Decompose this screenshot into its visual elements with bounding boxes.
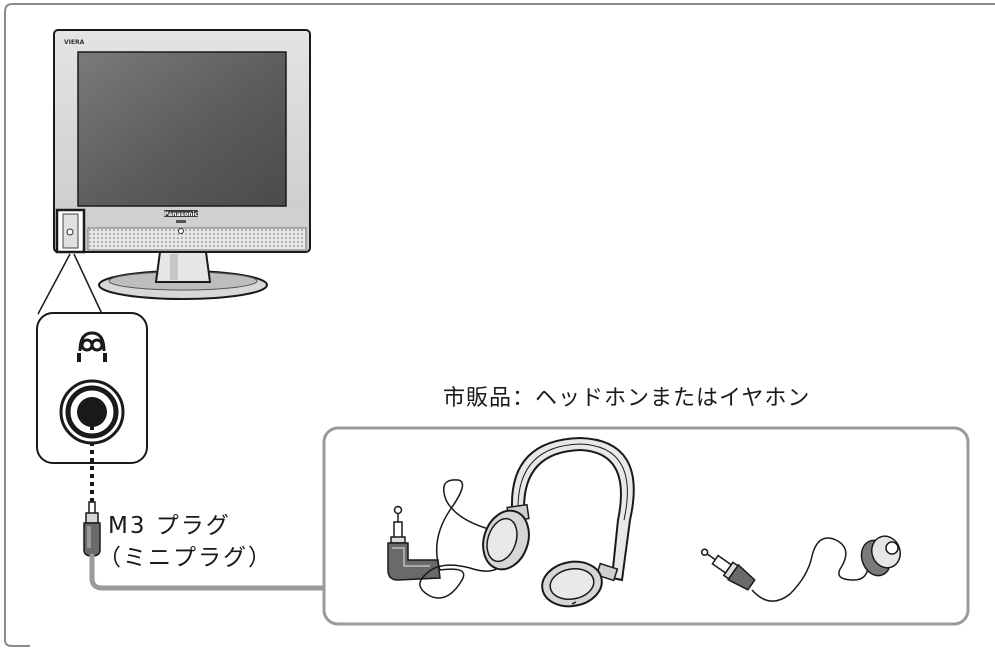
earphone [700, 535, 901, 602]
headphone-jack-callout [36, 312, 148, 464]
headphone-plug [387, 505, 441, 581]
power-button-icon [178, 228, 184, 234]
tv-monitor: Panasonic VIERA [53, 29, 311, 300]
headphone-jack [59, 379, 125, 445]
mini-plug-label: （ミニプラグ） [98, 545, 273, 571]
headphones [482, 436, 635, 608]
retail-products-box [322, 426, 970, 626]
callout-pointer [37, 253, 103, 315]
outer-frame [4, 3, 995, 647]
headphone-icon [77, 331, 107, 362]
tv-speaker-grille [87, 227, 307, 251]
tv-stand-neck [154, 251, 212, 283]
m3-plug-label: M3 プラグ [108, 513, 231, 539]
tv-model-badge: VIERA [64, 39, 85, 46]
tv-screen [77, 51, 287, 207]
retail-products-label: 市販品：ヘッドホンまたはイヤホン [443, 386, 811, 411]
earphone-cord [751, 537, 869, 602]
connection-cable [89, 553, 329, 591]
tv-brand-logo: Panasonic [164, 211, 199, 218]
